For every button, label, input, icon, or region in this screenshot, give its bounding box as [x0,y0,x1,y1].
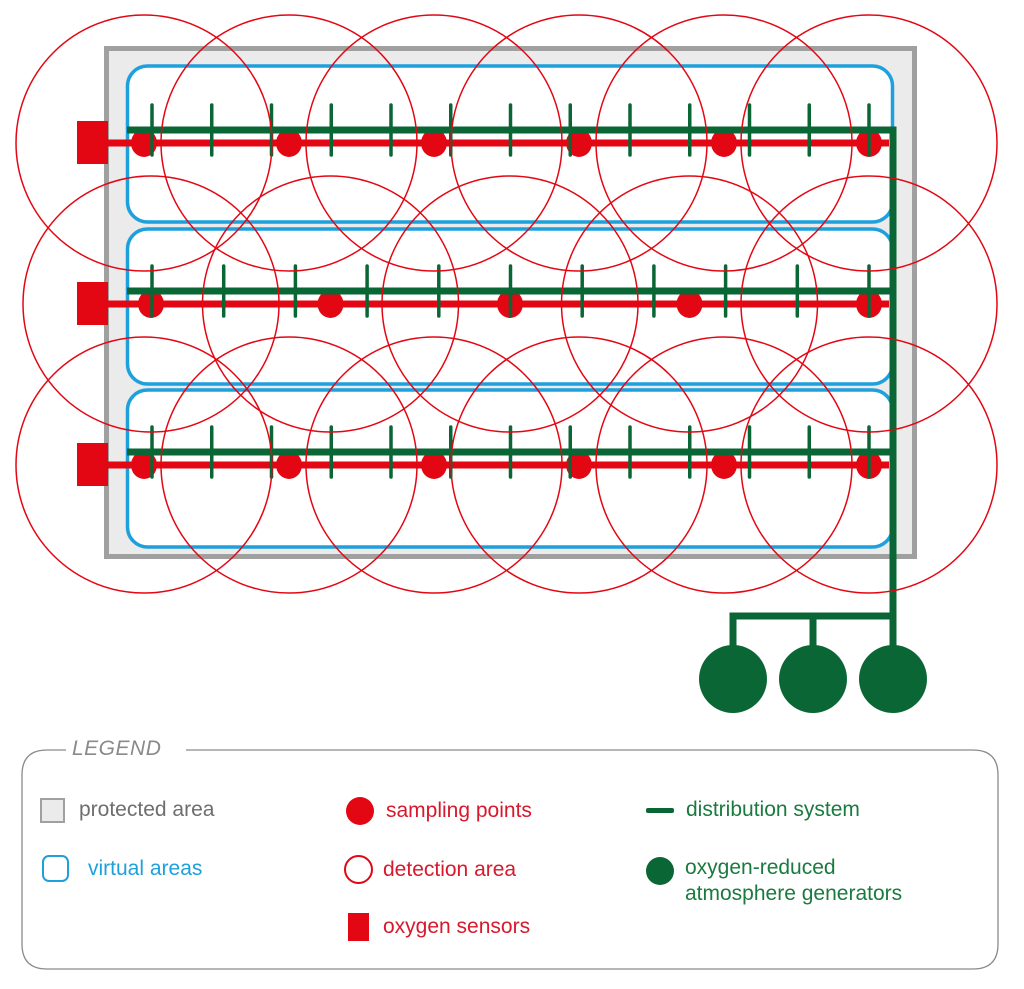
detection-area-swatch-icon [344,855,373,884]
legend-label-virtual-areas: virtual areas [88,856,203,880]
detection-area [15,14,273,272]
distribution-line-swatch-icon [646,807,674,813]
oxygen-sensor [77,121,108,164]
legend-label-protected-area: protected area [79,798,215,821]
sampling-point [566,451,592,479]
sampling-point [421,451,447,479]
legend-label-detection-area: detection area [383,857,517,881]
generator-swatch-icon [646,857,674,885]
legend-label-generators-line1: oxygen-reduced [685,856,836,879]
oxygen-sensor-swatch-icon [348,913,369,941]
sampling-point [421,129,447,157]
generator [859,645,927,713]
protected-area-swatch-icon [40,797,65,823]
oxygen-sensor [77,282,108,325]
oxygen-sensors-layer [77,121,108,486]
sampling-pipes-layer [100,139,889,469]
detection-area [560,175,819,433]
legend-label-oxygen-sensors: oxygen sensors [383,915,531,938]
generators-layer [699,645,927,713]
legend-item-detection-area: detection area [344,855,516,884]
virtual-area-swatch-icon [42,855,69,882]
legend-item-virtual-areas: virtual areas [40,855,202,882]
sampling-point [676,290,703,318]
legend-label-distribution-system: distribution system [686,798,860,821]
detection-area [740,175,998,433]
legend-item-generators: oxygen-reduced atmosphere generators [646,855,902,907]
sampling-point [566,129,592,157]
detection-area [381,175,639,433]
sampling-points-layer [131,129,882,479]
detection-area [305,336,563,594]
detection-areas-layer [15,14,998,594]
legend-item-distribution-system: distribution system [646,797,860,823]
sampling-point [317,290,344,318]
legend-item-sampling-points: sampling points [344,797,532,825]
detection-area [305,14,563,272]
sampling-point-swatch-icon [346,797,374,825]
legend-item-protected-area: protected area [40,797,214,823]
sampling-point [711,451,737,479]
legend-item-oxygen-sensors: oxygen sensors [344,913,530,941]
generator [699,645,767,713]
sampling-point [711,129,737,157]
detection-area [160,336,418,594]
sampling-point [276,451,302,479]
detection-area [450,336,708,594]
detection-area [740,14,998,272]
legend-label-generators-line2: atmosphere generators [685,882,903,905]
sampling-point [276,129,302,157]
legend-label-sampling-points: sampling points [386,799,532,822]
detection-area [201,175,460,433]
detection-area [22,175,280,433]
detection-area [15,336,273,594]
legend-title: LEGEND [72,737,168,761]
detection-area [740,336,998,594]
legend-label-generators: oxygen-reduced atmosphere generators [685,855,902,907]
legend-box [21,749,999,970]
detection-area [595,14,853,272]
oxygen-sensor [77,443,108,486]
detection-area [595,336,853,594]
detection-area [160,14,418,272]
detection-area [450,14,708,272]
generator [779,645,847,713]
